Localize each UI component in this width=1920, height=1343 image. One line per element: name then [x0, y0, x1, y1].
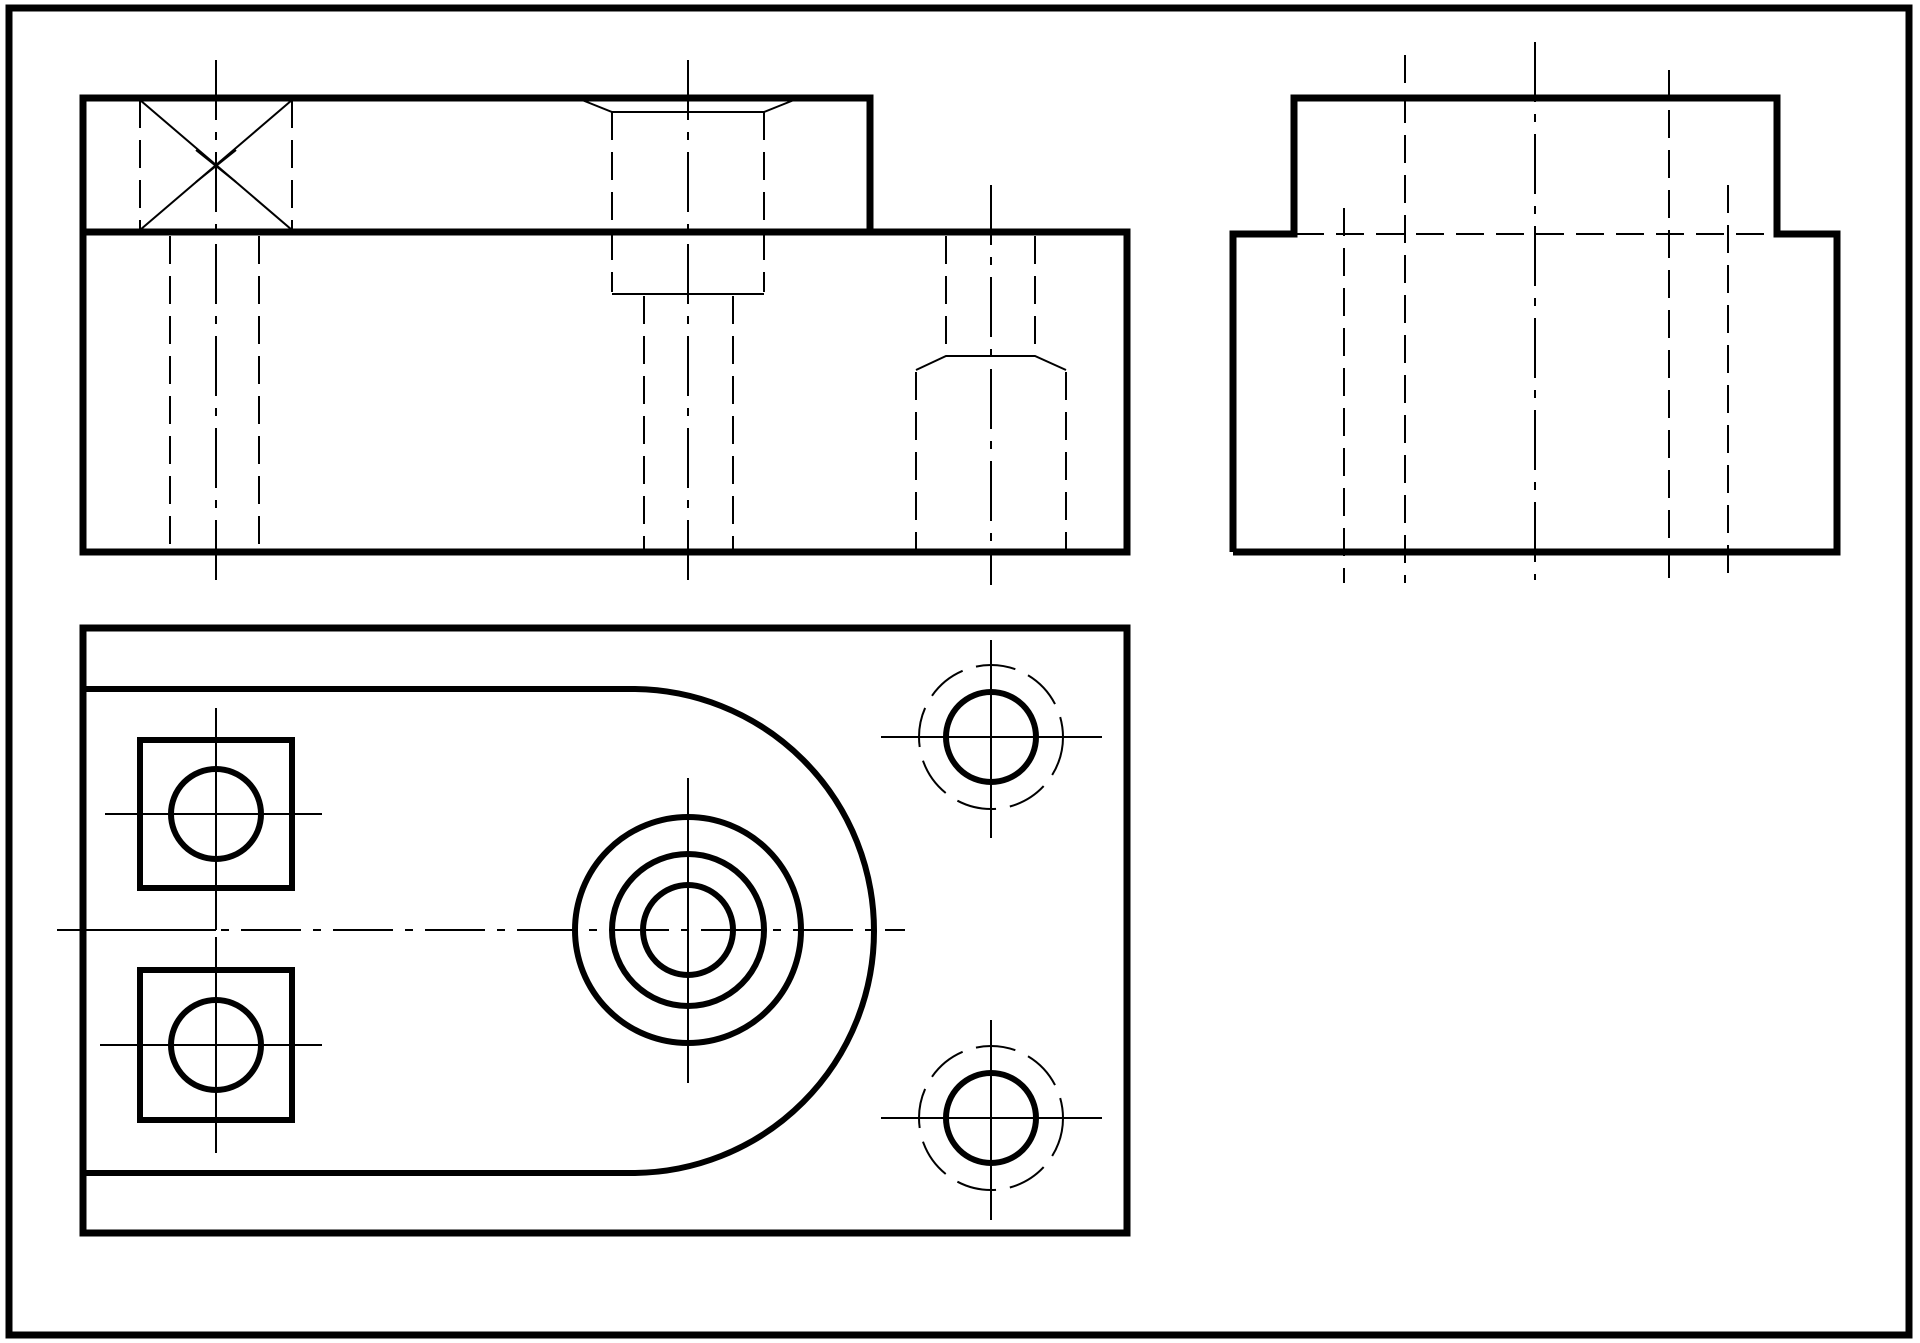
top-view — [57, 624, 1131, 1237]
drawing-frame — [5, 4, 1913, 1339]
center-counterbore — [581, 60, 795, 585]
side-view-outline — [1229, 94, 1841, 556]
front-view-outline — [79, 94, 1131, 556]
right-tapped-hole — [915, 185, 1067, 585]
tapped-hole-top — [881, 640, 1102, 838]
tapped-hole-bottom — [881, 1020, 1102, 1220]
side-view — [1229, 42, 1841, 583]
front-view — [79, 60, 1131, 585]
top-view-outline — [79, 624, 1131, 1237]
top-view-slot-outline — [83, 686, 877, 1176]
